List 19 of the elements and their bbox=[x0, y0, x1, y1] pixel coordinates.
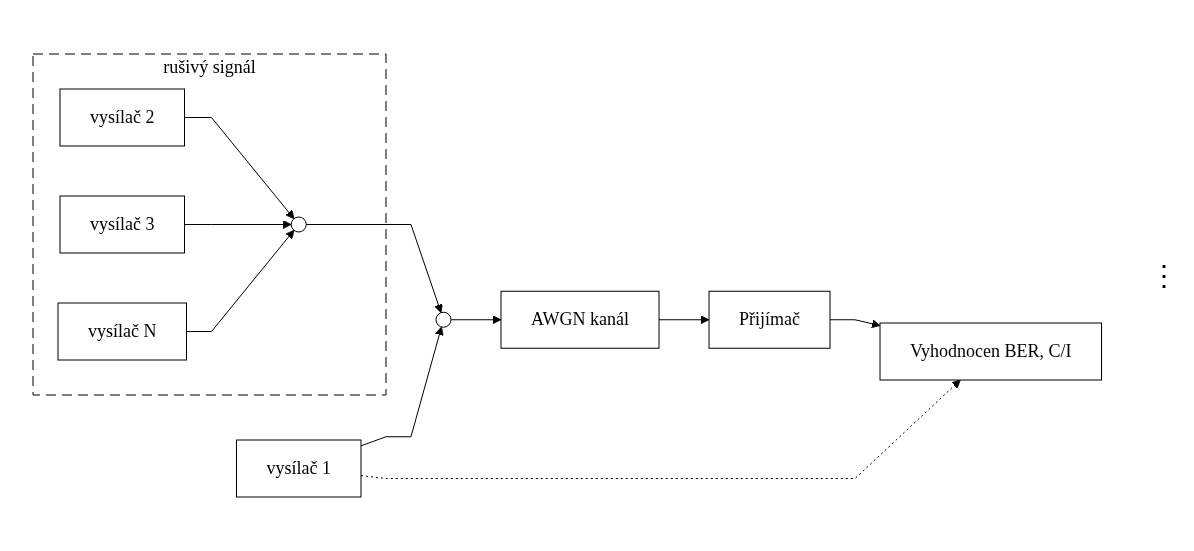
arrow bbox=[183, 220, 292, 229]
arrow bbox=[829, 319, 881, 329]
node-circle bbox=[435, 311, 452, 328]
arrow bbox=[658, 315, 710, 325]
node-box: Přijímač bbox=[708, 290, 831, 349]
arrow bbox=[185, 229, 295, 332]
arrow bbox=[360, 326, 444, 447]
node-box: vysílač 1 bbox=[235, 439, 362, 498]
arrow bbox=[450, 315, 502, 325]
node-box: Vyhodnocen BER, C/I bbox=[879, 322, 1102, 381]
arrow bbox=[183, 117, 295, 220]
ellipsis-dots: ⋮ bbox=[1149, 259, 1179, 292]
arrow bbox=[360, 379, 961, 479]
node-box: vysílač 2 bbox=[59, 88, 185, 147]
node-box: vysílač N bbox=[57, 302, 187, 361]
arrow bbox=[305, 224, 443, 314]
node-circle bbox=[290, 216, 307, 233]
node-box: vysílač 3 bbox=[59, 195, 185, 254]
node-box: AWGN kanál bbox=[500, 290, 660, 349]
